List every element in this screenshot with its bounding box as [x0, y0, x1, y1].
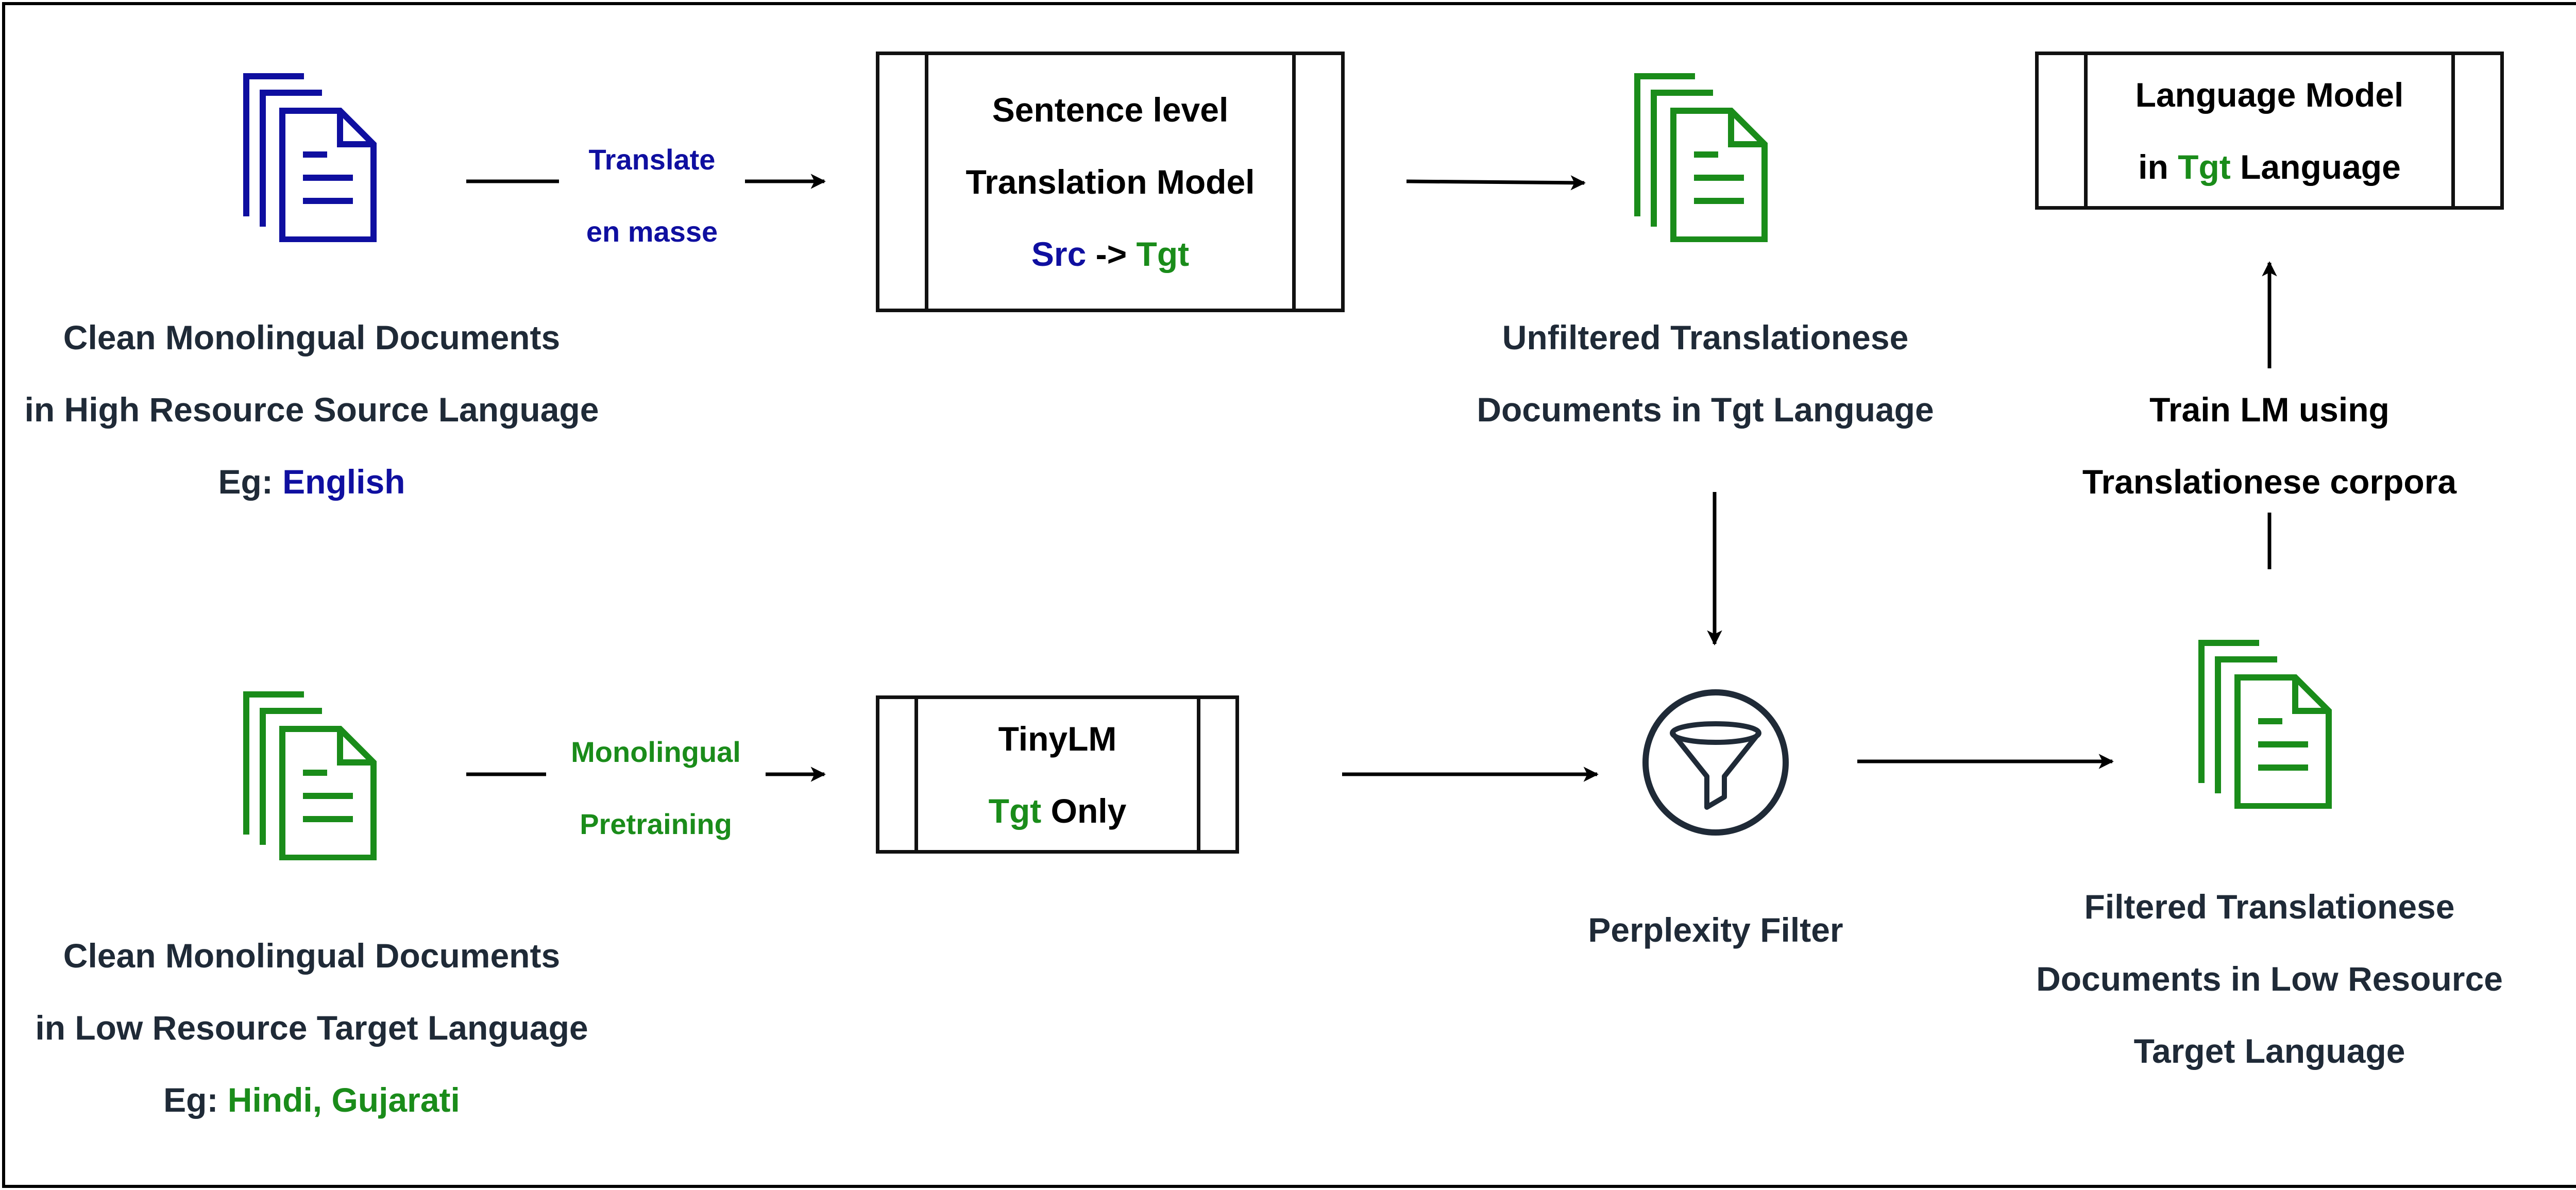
source-docs-line2: in High Resource Source Language	[24, 390, 599, 429]
funnel-filter-icon	[1642, 689, 1789, 836]
pretraining-label-line2: Pretraining	[580, 808, 732, 840]
target-eg-value: Hindi, Gujarati	[227, 1081, 460, 1119]
language-model-scope: in Tgt Language	[2138, 131, 2401, 203]
train-lm-label: Train LM using Translationese corpora	[2035, 373, 2504, 518]
src-label: Src	[1031, 235, 1087, 273]
language-model-tgt: Tgt	[2178, 147, 2231, 186]
document-stack-icon	[243, 73, 377, 242]
document-stack-icon	[1634, 73, 1768, 242]
language-model-box: Language Model in Tgt Language	[2035, 52, 2504, 210]
tinylm-scope: Tgt Only	[989, 775, 1127, 847]
filtered-caption: Filtered Translationese Documents in Low…	[2009, 871, 2530, 1087]
perplexity-filter-caption: Perplexity Filter	[1588, 911, 1843, 949]
translate-label: Translate en masse	[559, 124, 745, 268]
tinylm-box: TinyLM Tgt Only	[876, 695, 1239, 854]
pretraining-label: Monolingual Pretraining	[546, 716, 766, 860]
tgt-label: Tgt	[1136, 235, 1190, 273]
source-eg-prefix: Eg:	[218, 463, 283, 501]
target-docs-caption: Clean Monolingual Documents in Low Resou…	[0, 920, 623, 1136]
language-model-in: in	[2138, 147, 2178, 186]
unfiltered-caption: Unfiltered Translationese Documents in T…	[1432, 301, 1978, 446]
filtered-line1: Filtered Translationese	[2084, 888, 2455, 926]
arrow-model-to-unfiltered	[1406, 175, 1586, 191]
language-model-title: Language Model	[2135, 75, 2404, 114]
language-model-lang: Language	[2230, 147, 2401, 186]
source-docs-example: Eg: English	[0, 446, 623, 518]
target-docs-line1: Clean Monolingual Documents	[63, 937, 561, 975]
target-docs-line2: in Low Resource Target Language	[35, 1009, 588, 1047]
document-stack-icon	[2198, 640, 2332, 809]
target-eg-prefix: Eg:	[163, 1081, 228, 1119]
document-stack-icon	[243, 691, 377, 860]
tinylm-title: TinyLM	[998, 719, 1117, 758]
direction-sep: ->	[1086, 235, 1137, 273]
pretraining-label-line1: Monolingual	[571, 736, 741, 768]
train-lm-line2: Translationese corpora	[2082, 463, 2457, 501]
filtered-line3: Target Language	[2133, 1032, 2405, 1070]
translate-label-line2: en masse	[586, 215, 718, 248]
translation-model-line2: Translation Model	[965, 163, 1255, 201]
train-lm-line1: Train LM using	[2149, 390, 2389, 429]
unfiltered-line1: Unfiltered Translationese	[1502, 318, 1909, 356]
tinylm-only: Only	[1041, 791, 1127, 830]
source-docs-caption: Clean Monolingual Documents in High Reso…	[0, 301, 623, 518]
translation-model-direction: Src -> Tgt	[1031, 218, 1189, 290]
translate-label-line1: Translate	[588, 143, 716, 176]
tinylm-tgt: Tgt	[988, 791, 1042, 830]
filtered-line2: Documents in Low Resource	[2036, 960, 2503, 998]
target-docs-example: Eg: Hindi, Gujarati	[0, 1064, 623, 1136]
source-eg-value: English	[282, 463, 405, 501]
translation-model-box: Sentence level Translation Model Src -> …	[876, 52, 1345, 312]
source-docs-line1: Clean Monolingual Documents	[63, 318, 561, 356]
unfiltered-line2: Documents in Tgt Language	[1477, 390, 1934, 429]
translation-model-line1: Sentence level	[992, 91, 1229, 129]
